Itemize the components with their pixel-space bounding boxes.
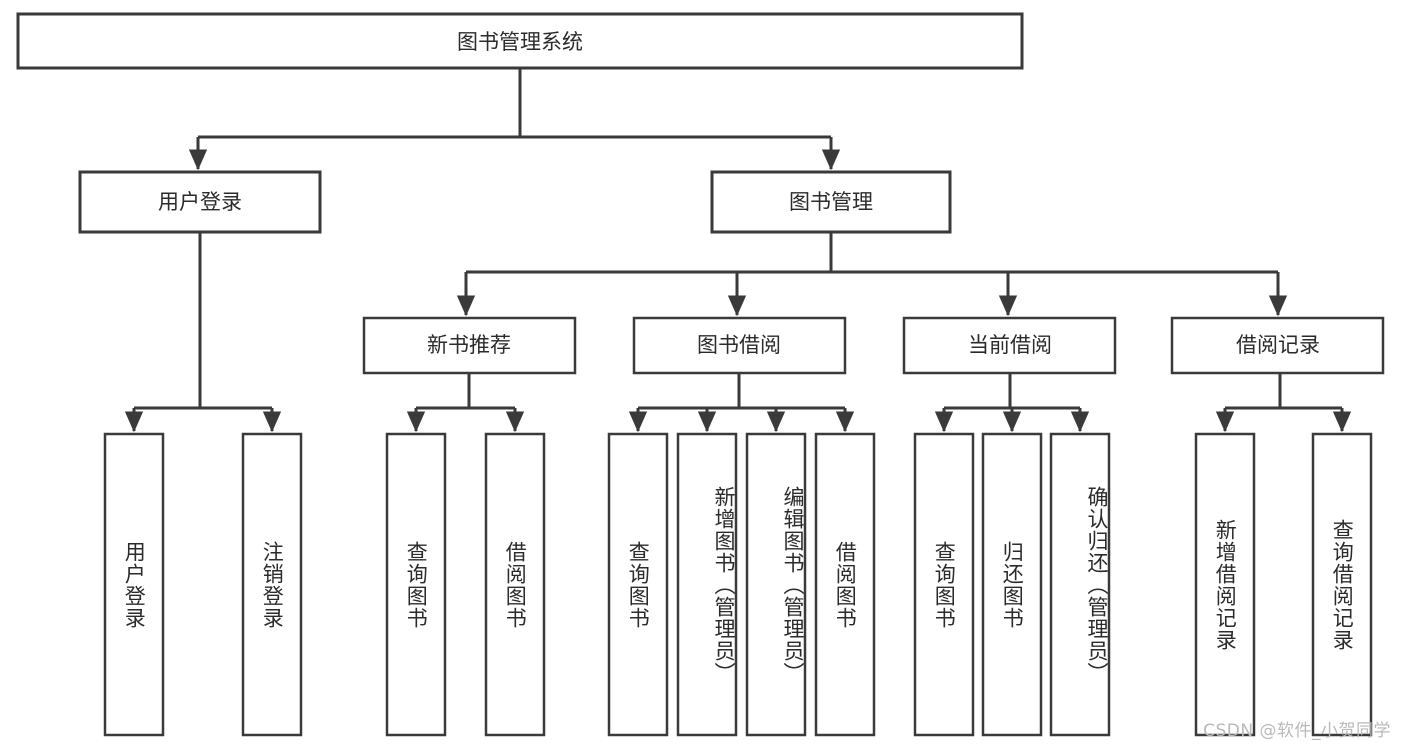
node-book-management-label: 图书管理 bbox=[789, 190, 873, 214]
node-book-borrow-box[interactable] bbox=[632, 316, 847, 375]
node-new-book-recommend[interactable]: 新书推荐 bbox=[362, 316, 577, 375]
node-borrow-record-label: 借阅记录 bbox=[1236, 333, 1320, 357]
node-book-borrow[interactable]: 图书借阅 bbox=[632, 316, 847, 375]
leaf-box-return-book[interactable] bbox=[981, 432, 1043, 737]
leaf-box-edit-book-admin[interactable] bbox=[745, 432, 807, 737]
leaf-box-query-book-rec[interactable] bbox=[385, 432, 447, 737]
leaf-box-query-book-cur[interactable] bbox=[913, 432, 975, 737]
node-new-book-recommend-label: 新书推荐 bbox=[427, 333, 511, 357]
node-book-management-box[interactable] bbox=[710, 170, 952, 234]
node-book-borrow-label: 图书借阅 bbox=[697, 333, 781, 357]
csdn-watermark: CSDN @软件_小贺同学 bbox=[1203, 721, 1391, 741]
leaf-box-layer bbox=[103, 432, 1373, 737]
node-root[interactable]: 图书管理系统 bbox=[16, 12, 1024, 70]
node-user-login-box[interactable] bbox=[78, 170, 322, 234]
leaf-box-borrow-book[interactable] bbox=[814, 432, 876, 737]
leaf-box-query-book-borrow[interactable] bbox=[607, 432, 669, 737]
node-borrow-record-box[interactable] bbox=[1170, 316, 1385, 375]
node-root-box[interactable] bbox=[16, 12, 1024, 70]
node-borrow-record[interactable]: 借阅记录 bbox=[1170, 316, 1385, 375]
leaf-box-add-book-admin[interactable] bbox=[676, 432, 738, 737]
node-current-borrow-label: 当前借阅 bbox=[968, 333, 1052, 357]
node-root-label: 图书管理系统 bbox=[457, 30, 583, 54]
leaf-box-user-login[interactable] bbox=[103, 432, 165, 737]
leaf-box-borrow-book-rec[interactable] bbox=[484, 432, 546, 737]
node-user-login[interactable]: 用户登录 bbox=[78, 170, 322, 234]
node-book-management[interactable]: 图书管理 bbox=[710, 170, 952, 234]
node-current-borrow-box[interactable] bbox=[902, 316, 1117, 375]
edge-layer bbox=[124, 68, 1352, 433]
node-current-borrow[interactable]: 当前借阅 bbox=[902, 316, 1117, 375]
node-layer: 图书管理系统 用户登录 图书管理 新书推荐 图书借阅 当前 bbox=[16, 12, 1385, 737]
leaf-box-confirm-return[interactable] bbox=[1049, 432, 1111, 737]
node-user-login-label: 用户登录 bbox=[158, 190, 242, 214]
leaf-box-logout-login[interactable] bbox=[241, 432, 303, 737]
leaf-box-query-borrow-rec[interactable] bbox=[1311, 432, 1373, 737]
leaf-box-add-borrow-record[interactable] bbox=[1194, 432, 1256, 737]
node-new-book-recommend-box[interactable] bbox=[362, 316, 577, 375]
